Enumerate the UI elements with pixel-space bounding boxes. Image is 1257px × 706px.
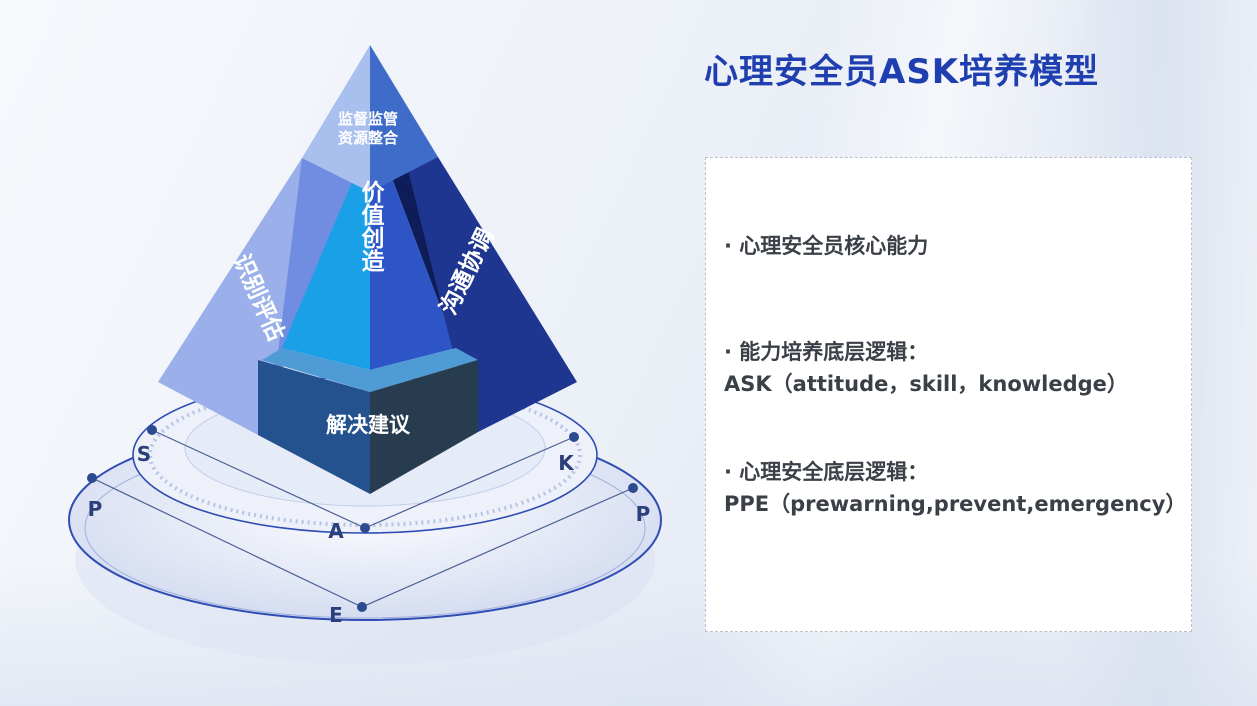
ring-label-e: E bbox=[329, 603, 343, 627]
connector-k-a bbox=[364, 436, 575, 529]
pyramid-apex-right bbox=[370, 45, 438, 192]
apex-label-line2: 资源整合 bbox=[338, 129, 399, 147]
info-ask-logic-detail: ASK（attitude，skill，knowledge） bbox=[724, 372, 1128, 396]
node-a bbox=[360, 523, 370, 533]
base-face-label: 解决建议 bbox=[326, 413, 411, 437]
pyramid-right-inner bbox=[392, 157, 478, 430]
node-e bbox=[357, 602, 367, 612]
node-s bbox=[147, 425, 157, 435]
connector-s-a bbox=[151, 429, 366, 529]
pyramid-center-right bbox=[370, 178, 456, 370]
pyramid-base-right bbox=[370, 360, 478, 494]
info-ppe-logic-heading: · 心理安全底层逻辑： bbox=[724, 460, 929, 484]
ring-label-k: K bbox=[558, 451, 575, 475]
pyramid: 监督监管 资源整合 识别评估 价值创造 沟通协调 解决建议 bbox=[158, 45, 577, 494]
ask-pyramid-diagram: 监督监管 资源整合 识别评估 价值创造 沟通协调 解决建议 S K A P P … bbox=[68, 45, 662, 665]
pyramid-base-top bbox=[262, 348, 478, 392]
pyramid-base-left bbox=[258, 360, 370, 494]
info-ask-logic-heading: · 能力培养底层逻辑： bbox=[724, 340, 929, 364]
node-p-left bbox=[87, 473, 97, 483]
info-ppe-logic-detail: PPE（prewarning,prevent,emergency） bbox=[724, 492, 1187, 516]
center-face-label: 价值创造 bbox=[357, 180, 386, 272]
ring-label-p-left: P bbox=[88, 497, 103, 521]
pyramid-apex-left bbox=[302, 45, 370, 192]
info-ask-logic: · 能力培养底层逻辑： ASK（attitude，skill，knowledge… bbox=[724, 336, 1128, 400]
connector-p-e-right bbox=[361, 487, 634, 608]
info-panel: · 心理安全员核心能力 · 能力培养底层逻辑： ASK（attitude，ski… bbox=[705, 157, 1192, 632]
pyramid-center-left bbox=[282, 182, 370, 370]
ring-label-s: S bbox=[137, 442, 151, 466]
slide-title: 心理安全员ASK培养模型 bbox=[704, 52, 1100, 92]
node-p-right bbox=[628, 483, 638, 493]
info-ppe-logic: · 心理安全底层逻辑： PPE（prewarning,prevent,emerg… bbox=[724, 456, 1186, 520]
node-k bbox=[569, 432, 579, 442]
ask-ppe-connectors: S K A P P E bbox=[87, 425, 650, 627]
info-core-ability: · 心理安全员核心能力 bbox=[724, 230, 928, 262]
info-core-ability-text: · 心理安全员核心能力 bbox=[724, 234, 929, 258]
ring-label-p-right: P bbox=[636, 502, 651, 526]
connector-p-e-left bbox=[91, 477, 363, 608]
pyramid-right-face bbox=[408, 157, 577, 432]
apex-label-line1: 监督监管 bbox=[338, 110, 398, 128]
ring-label-a: A bbox=[328, 519, 344, 543]
